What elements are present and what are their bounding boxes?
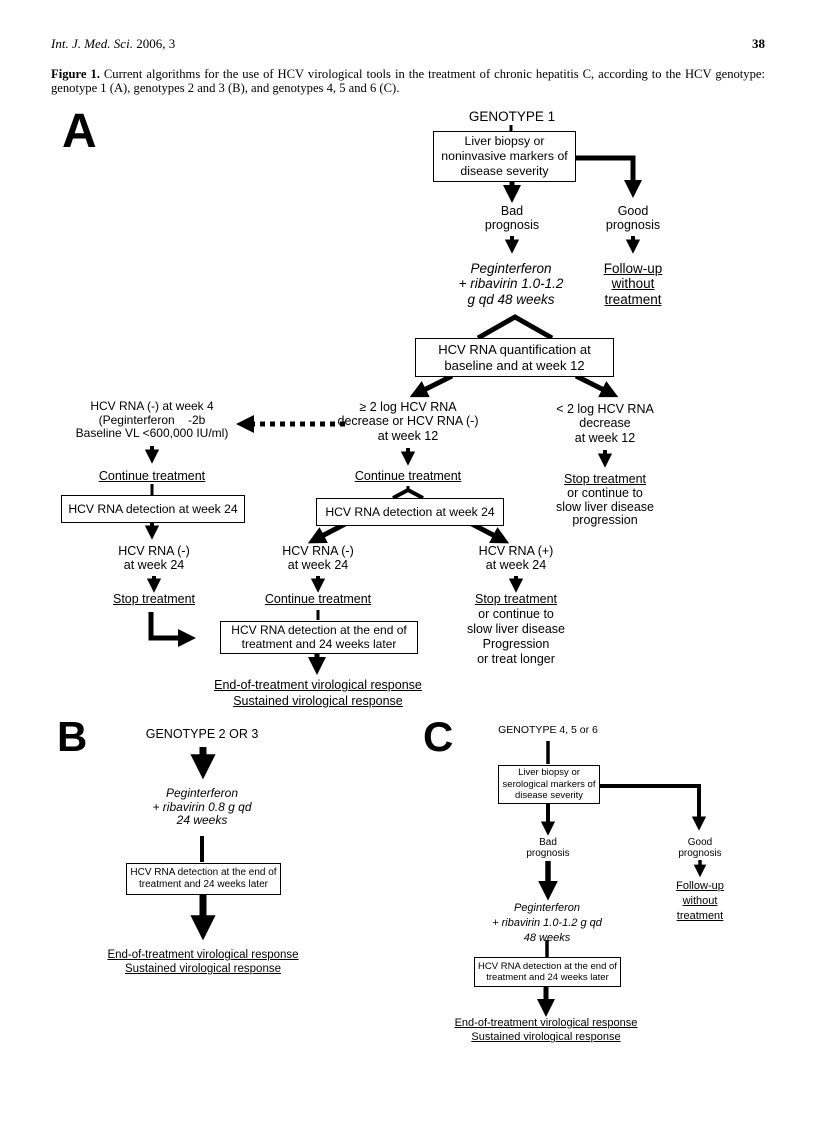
panel-c-arrows [536, 741, 707, 1017]
pos24-label: HCV RNA (+)at week 24 [478, 544, 554, 573]
hcv-rna-detection-week24-left-box: HCV RNA detection at week 24 [61, 495, 245, 523]
panel-a-label: A [62, 105, 97, 158]
stop-treatment-pos24-head: Stop treatment [475, 592, 557, 606]
genotype-4-5-6-title: GENOTYPE 4, 5 or 6 [498, 724, 598, 736]
neg24-left-label: HCV RNA (-)at week 24 [118, 544, 190, 573]
stop-treatment-no-evr-head: Stop treatment [564, 472, 646, 486]
continue-treatment-mid: Continue treatment [264, 592, 372, 606]
hcv-rna-detection-week24-mid-box: HCV RNA detection at week 24 [316, 498, 504, 526]
neg24-mid-label: HCV RNA (-)at week 24 [282, 544, 354, 573]
continue-treatment-evr: Continue treatment [354, 469, 462, 483]
panel-a-arrows [144, 125, 642, 675]
figure-caption-text: Current algorithms for the use of HCV vi… [51, 67, 765, 96]
page-header: Int. J. Med. Sci. 2006, 3 38 [51, 36, 765, 52]
genotype-2-3-title: GENOTYPE 2 OR 3 [145, 727, 259, 741]
figure-label: Figure 1. [51, 67, 100, 81]
journal-title: Int. J. Med. Sci. [51, 36, 133, 51]
panel-b-arrows [190, 747, 216, 941]
continue-treatment-week4: Continue treatment [98, 469, 206, 483]
panel-b-label: B [57, 713, 88, 760]
panel-c-label: C [423, 713, 454, 760]
journal-volume: 2006, 3 [132, 36, 176, 51]
page-number: 38 [752, 36, 765, 51]
journal-citation: Int. J. Med. Sci. 2006, 3 [51, 36, 175, 52]
genotype-1-title: GENOTYPE 1 [468, 109, 556, 124]
stop-treatment-left: Stop treatment [113, 592, 195, 606]
figure-caption: Figure 1. Current algorithms for the use… [51, 67, 765, 95]
